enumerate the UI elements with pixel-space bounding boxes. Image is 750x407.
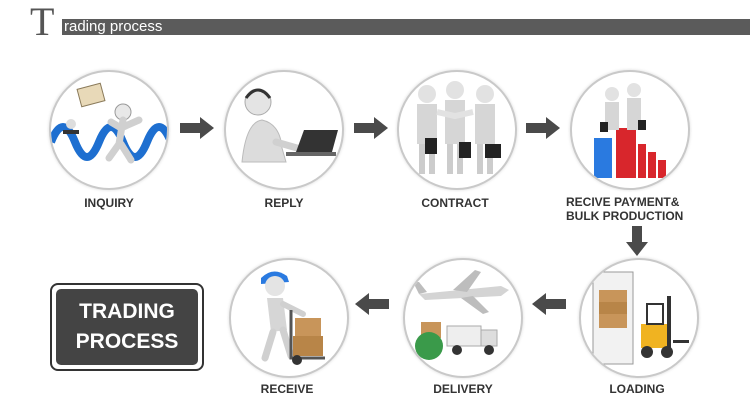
inquiry-illustration bbox=[49, 70, 169, 190]
reply-illustration bbox=[224, 70, 344, 190]
step-label-receive: RECEIVE bbox=[260, 382, 314, 396]
header-title: rading process bbox=[64, 18, 163, 35]
section-header: T rading process bbox=[0, 0, 750, 44]
step-label-inquiry: INQUIRY bbox=[84, 196, 134, 210]
header-initial: T bbox=[30, 0, 55, 44]
payment-production-illustration bbox=[570, 70, 690, 190]
contract-illustration bbox=[397, 70, 517, 190]
arrow-right-icon bbox=[354, 117, 388, 139]
badge-line-1: TRADING bbox=[79, 300, 175, 323]
step-label-reply: REPLY bbox=[264, 196, 304, 210]
arrow-right-icon bbox=[180, 117, 214, 139]
badge-inner: TRADING PROCESS bbox=[56, 289, 198, 365]
step-label-delivery: DELIVERY bbox=[433, 382, 493, 396]
trading-process-badge: TRADING PROCESS bbox=[50, 283, 204, 371]
arrow-left-icon bbox=[532, 293, 566, 315]
arrow-down-icon bbox=[626, 226, 648, 256]
arrow-left-icon bbox=[355, 293, 389, 315]
arrow-right-icon bbox=[526, 117, 560, 139]
loading-illustration bbox=[579, 258, 699, 378]
step-label-payment-production: RECIVE PAYMENT& BULK PRODUCTION bbox=[566, 195, 684, 223]
delivery-illustration bbox=[403, 258, 523, 378]
step-label-loading: LOADING bbox=[609, 382, 665, 396]
receive-illustration bbox=[229, 258, 349, 378]
header-bar bbox=[62, 19, 750, 35]
badge-line-2: PROCESS bbox=[75, 330, 179, 353]
step-label-contract: CONTRACT bbox=[421, 196, 489, 210]
